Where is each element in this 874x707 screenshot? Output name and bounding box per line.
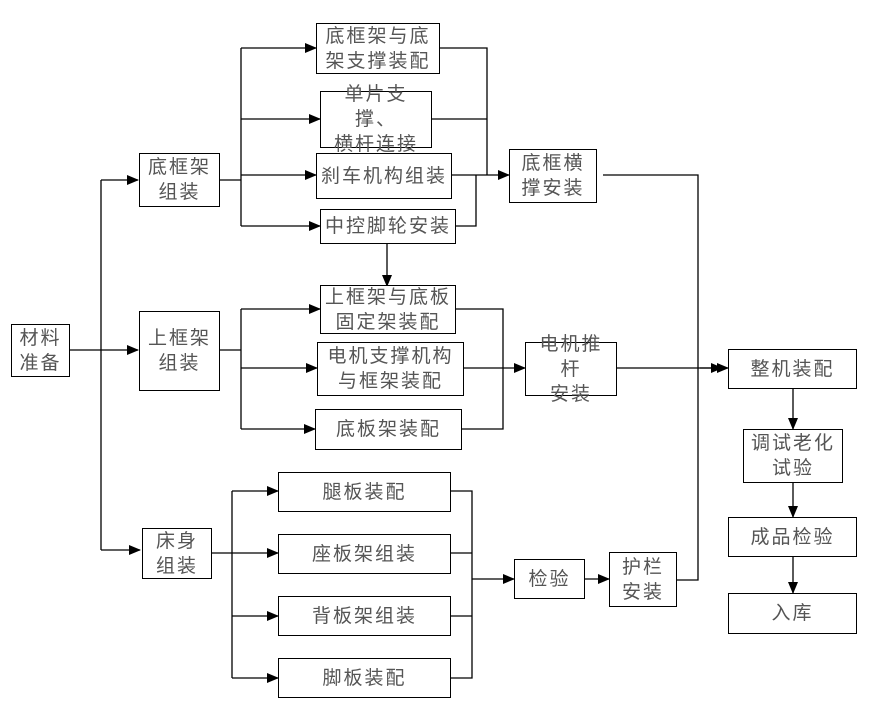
node-final-assembly: 整机装配 <box>728 349 857 389</box>
edge-base-support-out <box>440 47 488 175</box>
node-central-caster: 中控脚轮安装 <box>320 209 456 244</box>
node-upper-frame-bottom-plate: 上框架与底板 固定架装配 <box>320 285 456 334</box>
node-upper-frame-assembly: 上框架 组装 <box>139 311 220 391</box>
node-single-support-crossbar: 单片支撑、 横杆连接 <box>320 83 432 155</box>
node-motor-support-frame: 电机支撑机构 与框架装配 <box>317 342 464 396</box>
node-bed-body-assembly: 床身 组装 <box>142 528 212 579</box>
edge-caster-out <box>455 175 477 227</box>
node-leg-plate: 腿板装配 <box>278 472 451 512</box>
node-material-prep: 材料 准备 <box>11 324 70 377</box>
node-foot-plate: 脚板装配 <box>278 658 451 698</box>
node-guardrail: 护栏 安装 <box>609 552 677 607</box>
edge-upper-bottom-out <box>455 308 504 430</box>
node-finished-inspection: 成品检验 <box>728 517 857 557</box>
node-base-crossbrace: 底框横 撑安装 <box>509 149 597 203</box>
node-base-frame-support-fit: 底框架与底 架支撑装配 <box>316 23 440 74</box>
node-warehousing: 入库 <box>728 593 857 634</box>
edge-crossbrace-out <box>603 174 699 581</box>
node-base-frame-assembly: 底框架 组装 <box>139 153 220 207</box>
node-brake-mechanism: 刹车机构组装 <box>316 153 452 199</box>
node-seat-plate-frame: 座板架组装 <box>278 534 451 574</box>
node-inspection: 检验 <box>514 559 585 599</box>
node-back-plate-frame: 背板架组装 <box>278 596 451 636</box>
edge-bed-merge <box>450 490 473 679</box>
node-debug-aging: 调试老化 试验 <box>743 429 843 483</box>
node-bottom-plate-frame: 底板架装配 <box>315 409 462 450</box>
node-motor-actuator: 电机推杆 安装 <box>525 333 617 405</box>
